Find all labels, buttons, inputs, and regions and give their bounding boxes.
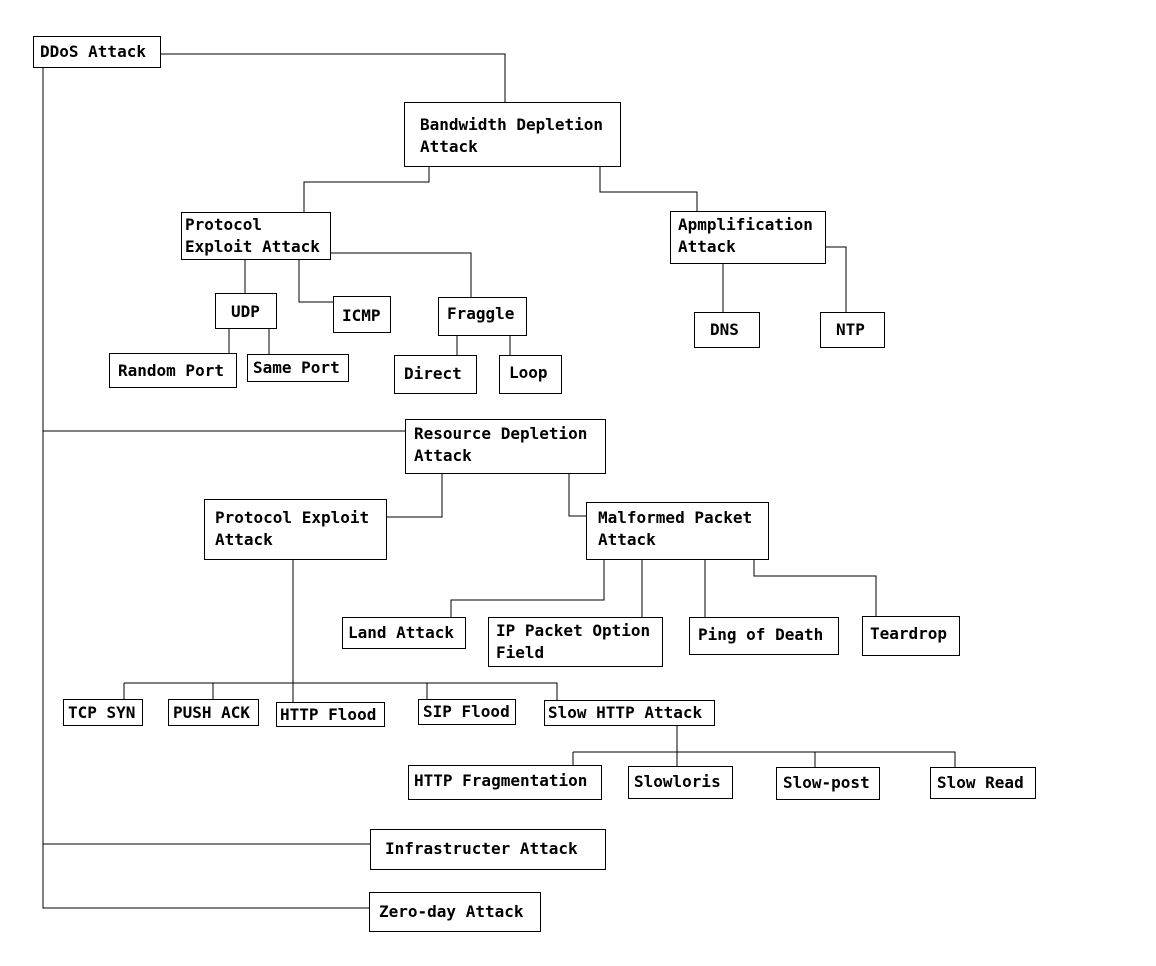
node-direct-label: Direct — [404, 364, 462, 383]
edge-resource-protocol — [386, 473, 443, 518]
node-same-port-label: Same Port — [253, 358, 340, 377]
node-zero-day: Zero-day Attack — [369, 892, 541, 932]
node-sip-flood: SIP Flood — [418, 699, 516, 725]
node-fraggle-label: Fraggle — [447, 304, 515, 323]
edge-amplification-ntp — [825, 246, 847, 313]
node-land-attack: Land Attack — [342, 617, 466, 649]
node-bandwidth-depletion: Bandwidth Depletion Attack — [404, 102, 621, 167]
node-slow-http: Slow HTTP Attack — [544, 700, 715, 726]
node-slowloris-label: Slowloris — [634, 772, 721, 791]
node-amplification-label: Apmplification Attack — [678, 215, 813, 256]
node-same-port: Same Port — [247, 354, 349, 382]
node-malformed-packet-label: Malformed Packet Attack — [598, 508, 753, 549]
node-dns-label: DNS — [710, 320, 739, 339]
node-ddos-attack: DDoS Attack — [33, 36, 161, 68]
node-icmp: ICMP — [333, 296, 391, 333]
node-teardrop-label: Teardrop — [870, 624, 948, 643]
node-amplification: Apmplification Attack — [670, 211, 826, 264]
edge-protocol-icmp — [298, 259, 334, 303]
node-loop: Loop — [499, 355, 562, 394]
node-http-flood: HTTP Flood — [276, 702, 385, 727]
node-protocol-exploit-res: Protocol Exploit Attack — [204, 499, 387, 560]
node-tcp-syn-label: TCP SYN — [68, 703, 136, 722]
edge-bandwidth-amplification — [599, 166, 698, 212]
node-land-attack-label: Land Attack — [348, 623, 454, 642]
node-udp: UDP — [215, 293, 277, 329]
node-slow-http-label: Slow HTTP Attack — [548, 703, 703, 722]
node-push-ack-label: PUSH ACK — [173, 703, 251, 722]
node-protocol-exploit-bw: Protocol Exploit Attack — [181, 212, 331, 260]
node-ntp: NTP — [820, 312, 885, 348]
edge-resource-malformed — [568, 473, 587, 517]
node-udp-label: UDP — [231, 302, 260, 321]
node-teardrop: Teardrop — [862, 616, 960, 656]
node-slow-read: Slow Read — [930, 767, 1036, 799]
node-slowloris: Slowloris — [628, 766, 733, 799]
node-direct: Direct — [394, 355, 477, 394]
edge-bandwidth-protocol — [303, 166, 430, 213]
node-ping-of-death: Ping of Death — [689, 617, 839, 655]
node-bandwidth-depletion-label: Bandwidth Depletion Attack — [420, 115, 604, 156]
node-push-ack: PUSH ACK — [168, 699, 259, 726]
node-infrastructure: Infrastructer Attack — [370, 829, 606, 870]
node-sip-flood-label: SIP Flood — [423, 702, 510, 721]
edge-protocol-res-bus — [124, 682, 558, 701]
node-http-fragmentation-label: HTTP Fragmentation — [414, 771, 588, 790]
node-slow-read-label: Slow Read — [937, 773, 1024, 792]
node-icmp-label: ICMP — [342, 306, 381, 325]
node-tcp-syn: TCP SYN — [63, 699, 143, 726]
node-fraggle: Fraggle — [438, 297, 527, 336]
node-zero-day-label: Zero-day Attack — [379, 902, 524, 921]
edge-ddos-bandwidth — [161, 53, 506, 103]
node-http-fragmentation: HTTP Fragmentation — [408, 765, 602, 800]
node-protocol-exploit-bw-label: Protocol Exploit Attack — [185, 215, 320, 256]
node-loop-label: Loop — [509, 363, 548, 382]
node-dns: DNS — [694, 312, 760, 348]
node-random-port-label: Random Port — [118, 361, 224, 380]
node-ping-of-death-label: Ping of Death — [698, 625, 824, 644]
node-ip-packet-option-label: IP Packet Option Field — [496, 621, 651, 662]
edge-protocol-fraggle — [330, 252, 472, 298]
edge-malformed-land — [450, 559, 605, 618]
node-http-flood-label: HTTP Flood — [280, 705, 377, 724]
node-malformed-packet: Malformed Packet Attack — [586, 502, 769, 560]
node-infrastructure-label: Infrastructer Attack — [385, 839, 578, 858]
node-slow-post: Slow-post — [776, 767, 880, 800]
node-resource-depletion-label: Resource Depletion Attack — [414, 424, 588, 465]
node-slow-post-label: Slow-post — [783, 773, 870, 792]
node-protocol-exploit-res-label: Protocol Exploit Attack — [215, 508, 370, 549]
edge-slowhttp-bus — [573, 751, 956, 768]
edge-ddos-trunk — [42, 68, 370, 909]
node-random-port: Random Port — [109, 353, 237, 388]
node-resource-depletion: Resource Depletion Attack — [405, 419, 606, 474]
edge-malformed-teardrop — [753, 559, 877, 617]
node-ip-packet-option: IP Packet Option Field — [488, 617, 663, 667]
node-ntp-label: NTP — [836, 320, 865, 339]
node-ddos-attack-label: DDoS Attack — [40, 42, 146, 61]
